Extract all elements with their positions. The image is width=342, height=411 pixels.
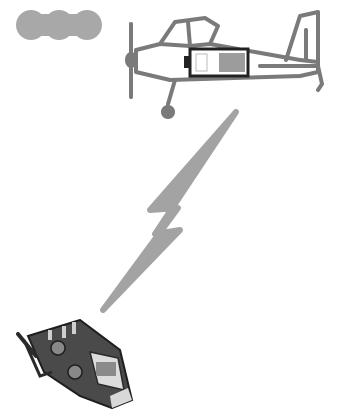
cloud-icon	[16, 10, 102, 40]
battery-level-fill	[219, 53, 245, 72]
